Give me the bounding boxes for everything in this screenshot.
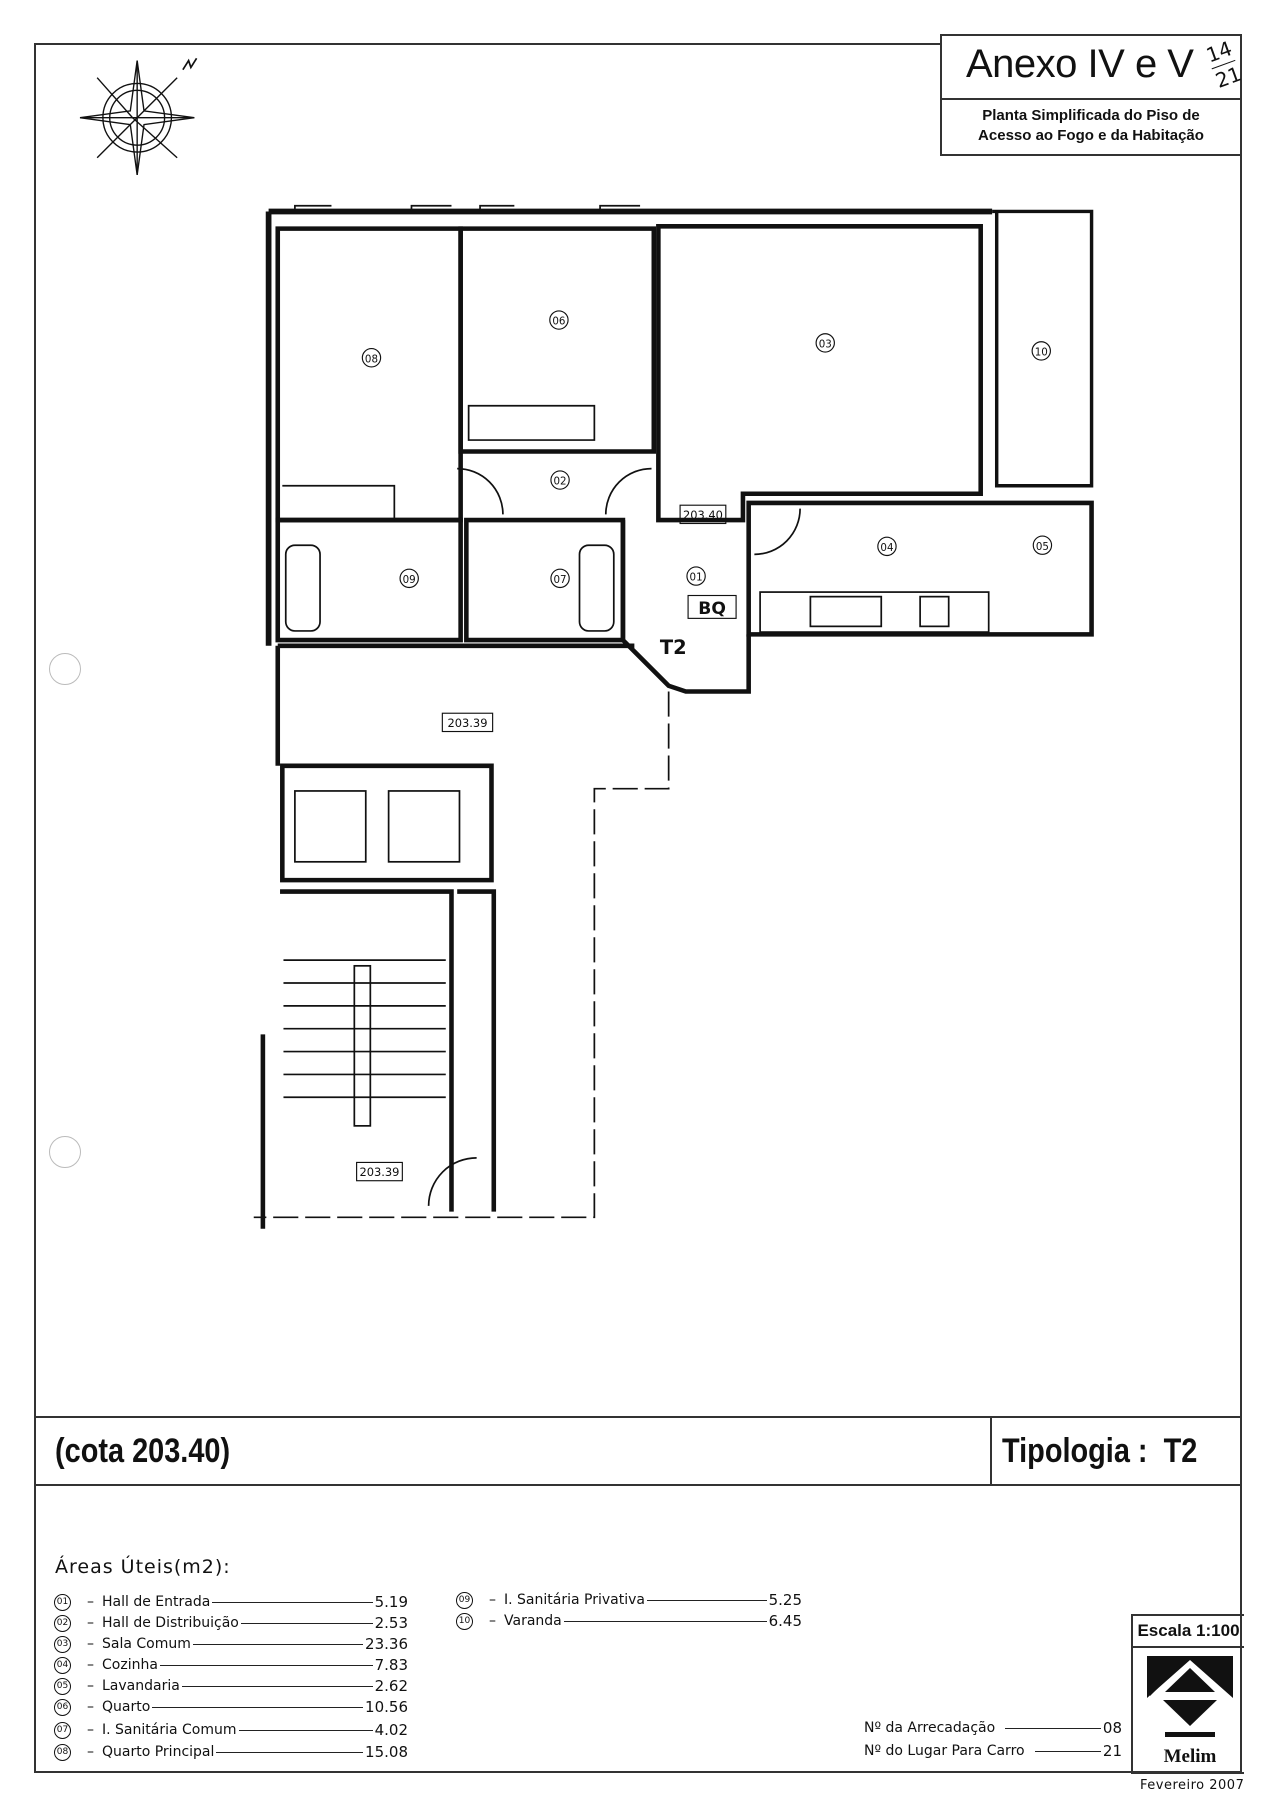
room-name: Hall de Entrada xyxy=(102,1594,211,1610)
room-label: 02 xyxy=(554,476,567,488)
room-area: 7.83 xyxy=(374,1656,408,1674)
info-band xyxy=(34,1416,1242,1486)
room-number-badge: 07 xyxy=(54,1721,71,1739)
room-label: 07 xyxy=(554,574,567,586)
room-label: 05 xyxy=(1036,541,1049,553)
tipologia: Tipologia : T2 xyxy=(1002,1432,1198,1470)
room-name: Varanda xyxy=(504,1613,562,1629)
room-number-badge: 08 xyxy=(54,1743,71,1761)
level-label: 203.39 xyxy=(359,1165,399,1179)
scale-label: Escala 1:100 xyxy=(1133,1616,1244,1648)
room-area: 2.62 xyxy=(374,1677,408,1695)
compass-rose-icon xyxy=(79,57,198,175)
areas-title: Áreas Úteis(m2): xyxy=(55,1556,231,1578)
tipologia-box xyxy=(990,1416,1242,1486)
room-area: 10.56 xyxy=(365,1698,408,1716)
unit-label: T2 xyxy=(660,636,687,659)
room-label: 01 xyxy=(690,572,703,584)
room-name: I. Sanitária Comum xyxy=(102,1722,237,1738)
room-name: Cozinha xyxy=(102,1657,158,1673)
scale-box: Escala 1:100 Melim xyxy=(1131,1614,1244,1774)
svg-text:Melim: Melim xyxy=(1164,1746,1217,1767)
room-name: Quarto Principal xyxy=(102,1744,215,1760)
sheet-border xyxy=(34,43,1242,1773)
date: Fevereiro 2007 xyxy=(1140,1778,1245,1793)
atelier-melim-logo: Melim xyxy=(1147,1656,1233,1767)
room-name: Lavandaria xyxy=(102,1678,180,1694)
room-number-badge: 05 xyxy=(54,1677,71,1695)
room-label: 06 xyxy=(552,316,565,328)
room-number-badge: 10 xyxy=(456,1612,473,1630)
arrecadacao-row: Nº da Arrecadação 08 xyxy=(864,1718,1122,1738)
room-area: 23.36 xyxy=(365,1635,408,1653)
room-label: 04 xyxy=(880,542,893,554)
room-name: Sala Comum xyxy=(102,1636,191,1652)
room-name: Quarto xyxy=(102,1699,151,1715)
room-name: Hall de Distribuição xyxy=(102,1615,239,1631)
room-label: 10 xyxy=(1035,346,1048,358)
punch-hole xyxy=(49,1136,81,1168)
room-number-badge: 02 xyxy=(54,1614,71,1632)
title-block: Anexo IV e V 14 21 Planta Simplificada d… xyxy=(940,34,1244,156)
room-label: 08 xyxy=(365,353,378,365)
lugar-carro-value: 21 xyxy=(1102,1742,1122,1760)
room-area: 6.45 xyxy=(768,1612,802,1630)
level-label: 203.39 xyxy=(448,716,488,730)
level-label: 203.40 xyxy=(683,508,723,522)
sheet-title: Anexo IV e V xyxy=(966,42,1194,86)
room-number-badge: 01 xyxy=(54,1593,71,1611)
room-number-badge: 03 xyxy=(54,1635,71,1653)
room-area: 5.19 xyxy=(374,1593,408,1611)
room-area: 5.25 xyxy=(768,1591,802,1609)
lugar-carro-row: Nº do Lugar Para Carro 21 xyxy=(864,1741,1122,1761)
arrecadacao-label: Nº da Arrecadação xyxy=(864,1720,996,1736)
room-number-badge: 09 xyxy=(456,1591,473,1609)
arrecadacao-value: 08 xyxy=(1102,1719,1122,1737)
room-label: 03 xyxy=(819,338,832,350)
room-label: 09 xyxy=(403,574,416,586)
storage-label: BQ xyxy=(698,599,726,619)
sheet-subtitle: Planta Simplificada do Piso de Acesso ao… xyxy=(942,106,1240,146)
room-number-badge: 06 xyxy=(54,1698,71,1716)
room-area: 15.08 xyxy=(365,1743,408,1761)
subtitle-line: Planta Simplificada do Piso de xyxy=(982,107,1200,124)
room-area: 4.02 xyxy=(374,1721,408,1739)
subtitle-line: Acesso ao Fogo e da Habitação xyxy=(978,127,1204,144)
room-number-badge: 04 xyxy=(54,1656,71,1674)
room-name: I. Sanitária Privativa xyxy=(504,1592,645,1608)
level-cota: (cota 203.40) xyxy=(55,1432,231,1470)
lugar-carro-label: Nº do Lugar Para Carro xyxy=(864,1743,1025,1759)
room-area: 2.53 xyxy=(374,1614,408,1632)
punch-hole xyxy=(49,653,81,685)
